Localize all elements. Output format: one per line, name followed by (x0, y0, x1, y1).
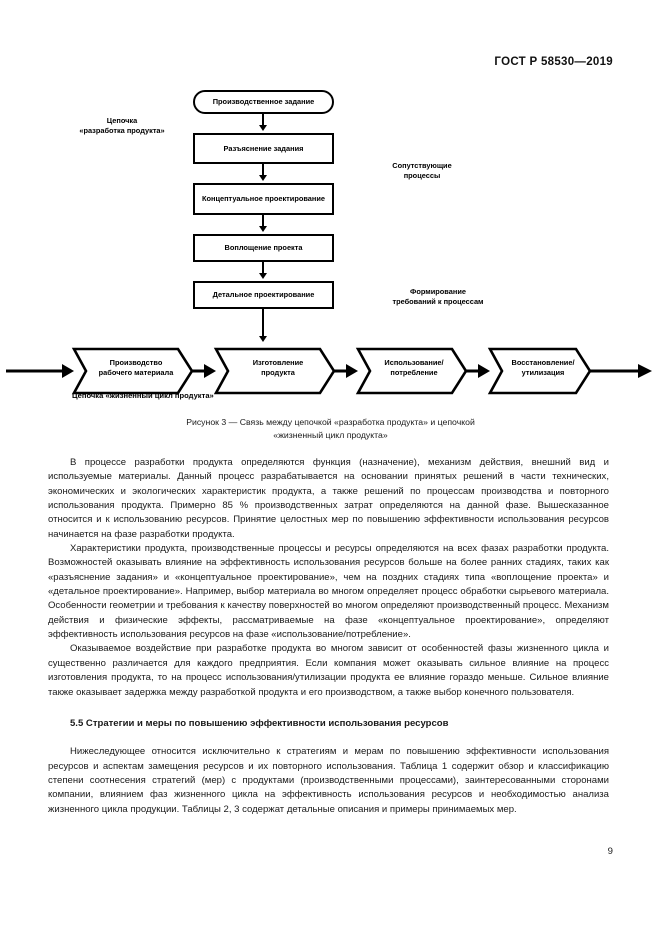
connector-arrow-5 (259, 336, 267, 342)
body-paragraph-3: Оказываемое воздействие при разработке п… (48, 643, 609, 698)
flow-node-conceptual-design: Концептуальное проектирование (193, 183, 334, 215)
connector-arrow-3 (259, 226, 267, 232)
connector-line-1 (262, 114, 264, 128)
annotation-product-development-chain: Цепочка «разработка продукта» (79, 116, 165, 136)
flow-node-label: Разъяснение задания (223, 143, 304, 153)
connector-arrow-4 (259, 273, 267, 279)
figure-3-diagram: Производственное задание Разъяснение зад… (0, 85, 661, 445)
flow-node-label: Концептуальное проектирование (201, 194, 326, 203)
connector-line-3 (262, 215, 264, 229)
connector-arrow-2 (259, 175, 267, 181)
figure-caption: Рисунок 3 — Связь между цепочкой «разраб… (0, 416, 661, 442)
body-paragraph-4: Нижеследующее относится исключительно к … (48, 746, 609, 815)
flow-node-embodiment-design: Воплощение проекта (193, 234, 334, 262)
section-heading-5-5: 5.5 Стратегии и меры по повышению эффект… (70, 717, 449, 729)
flow-node-task-clarification: Разъяснение задания (193, 133, 334, 164)
figure-caption-line-2: «жизненный цикл продукта» (273, 430, 388, 441)
connector-line-4 (262, 262, 264, 276)
connector-line-2 (262, 164, 264, 178)
flow-node-detailed-design: Детальное проектирование (193, 281, 334, 309)
connector-line-5 (262, 309, 264, 339)
flow-node-label: Воплощение проекта (224, 243, 303, 252)
annotation-product-lifecycle-chain: Цепочка «жизненный цикл продукта» (72, 391, 214, 400)
figure-caption-line-1: Рисунок 3 — Связь между цепочкой «разраб… (186, 417, 475, 427)
annotation-accompanying-processes: Сопутствующие процессы (392, 161, 452, 181)
lifecycle-chain-shapes (6, 347, 652, 395)
document-body: В процессе разработки продукта определяю… (48, 456, 609, 817)
annotation-process-requirements: Формирование требований к процессам (392, 287, 484, 307)
flow-node-production-task: Производственное задание (193, 90, 334, 114)
connector-arrow-1 (259, 125, 267, 131)
body-paragraph-1: В процессе разработки продукта определяю… (48, 457, 609, 540)
flow-node-label: Детальное проектирование (212, 290, 315, 299)
flow-node-label: Производственное задание (212, 97, 315, 106)
body-paragraph-2: Характеристики продукта, производственны… (48, 543, 609, 641)
page-header-standard-id: ГОСТ Р 58530—2019 (494, 56, 613, 68)
page-number: 9 (607, 846, 613, 857)
